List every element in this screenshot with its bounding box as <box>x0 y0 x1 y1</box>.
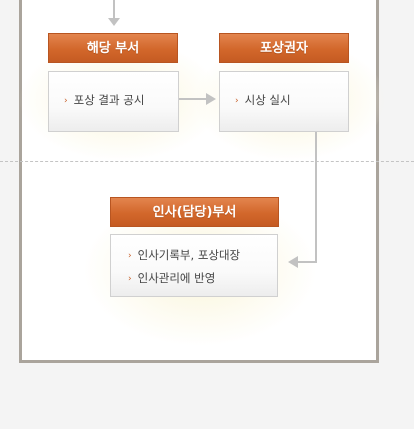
awardee-header: 포상권자 <box>219 33 349 63</box>
hr-header: 인사(담당)부서 <box>110 197 279 227</box>
list-item-label: 시상 실시 <box>244 93 291 107</box>
arrow-head-right-icon <box>206 93 216 105</box>
arrow-head-down-icon <box>108 18 120 26</box>
dept-header: 해당 부서 <box>48 33 178 63</box>
list-item: › 포상 결과 공시 <box>64 92 144 108</box>
hr-box: › 인사기록부, 포상대장 › 인사관리에 반영 <box>110 234 278 297</box>
list-item: › 인사관리에 반영 <box>128 270 215 286</box>
arrow-icon <box>296 131 317 263</box>
list-item-label: 인사관리에 반영 <box>137 271 216 285</box>
list-item-label: 인사기록부, 포상대장 <box>137 248 241 262</box>
chevron-right-icon: › <box>128 274 132 284</box>
list-item: › 인사기록부, 포상대장 <box>128 247 240 263</box>
awardee-box: › 시상 실시 <box>219 71 349 132</box>
list-item-label: 포상 결과 공시 <box>73 93 145 107</box>
chevron-right-icon: › <box>235 96 239 106</box>
dashed-divider <box>0 161 414 162</box>
chevron-right-icon: › <box>128 251 132 261</box>
dept-box: › 포상 결과 공시 <box>48 71 179 132</box>
chevron-right-icon: › <box>64 96 68 106</box>
arrow-head-left-icon <box>288 256 298 268</box>
list-item: › 시상 실시 <box>235 92 291 108</box>
